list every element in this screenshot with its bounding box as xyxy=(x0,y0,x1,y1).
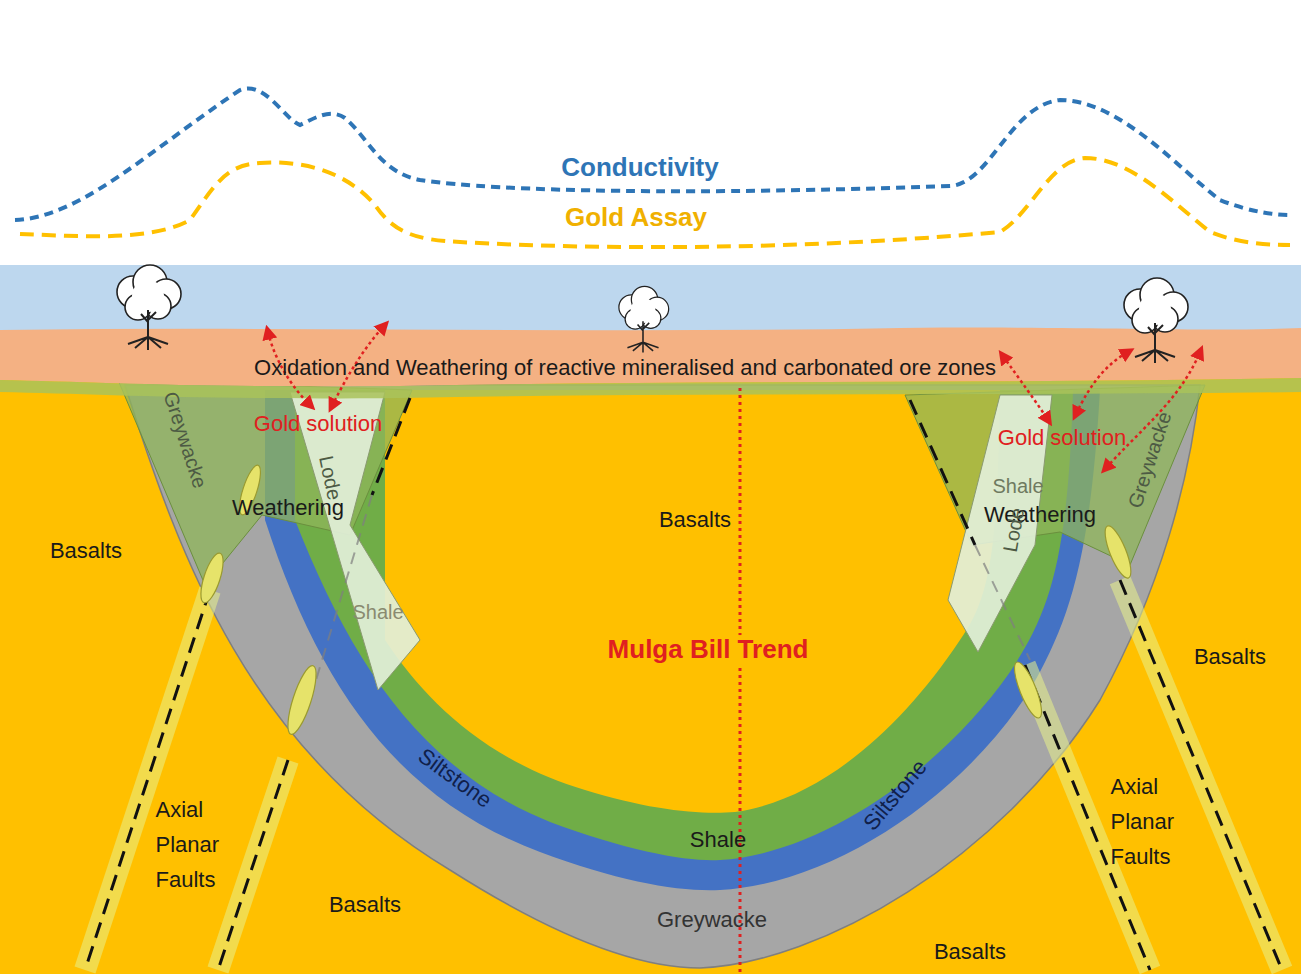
fault-glow xyxy=(85,580,1282,970)
rock-label: Greywacke xyxy=(657,907,767,932)
faint-fault xyxy=(310,495,1030,700)
curve-label: Gold Assay xyxy=(565,203,707,233)
rock-label: Basalts xyxy=(1194,644,1266,669)
conductivity-curve xyxy=(15,88,1290,220)
curve-label: Conductivity xyxy=(561,153,718,183)
lode-zone xyxy=(290,392,420,690)
zone-note: Oxidation and Weathering of reactive min… xyxy=(254,355,996,380)
tree-icon xyxy=(619,286,669,352)
rock-label: Basalts xyxy=(50,538,122,563)
fault-label: Axial Planar Faults xyxy=(1111,769,1196,875)
rock-label: Basalts xyxy=(329,892,401,917)
weathered-strip xyxy=(0,378,1301,398)
oxidised-layer xyxy=(0,328,1301,387)
basalt-core xyxy=(385,390,1000,813)
rock-label: Shale xyxy=(992,475,1043,498)
rock-label: Basalts xyxy=(659,507,731,532)
rock-label: Basalts xyxy=(934,939,1006,964)
axial-planar-fault xyxy=(85,398,1282,970)
tree-icon xyxy=(117,265,181,350)
gold-vein xyxy=(196,463,1136,737)
weathered-zone xyxy=(905,385,1205,565)
trend-line xyxy=(739,388,742,974)
tree-icon xyxy=(1124,278,1188,363)
trend-label: Mulga Bill Trend xyxy=(605,635,812,665)
fault-label: Axial Planar Faults xyxy=(156,792,241,898)
process-label: Gold solution xyxy=(998,425,1126,450)
rock-label: Shale xyxy=(352,601,403,624)
process-label: Weathering xyxy=(984,502,1096,527)
rock-label: Shale xyxy=(690,827,746,852)
process-label: Gold solution xyxy=(254,411,382,436)
gold-solution-arrow xyxy=(268,326,1200,468)
basalt-ground xyxy=(0,375,1301,974)
